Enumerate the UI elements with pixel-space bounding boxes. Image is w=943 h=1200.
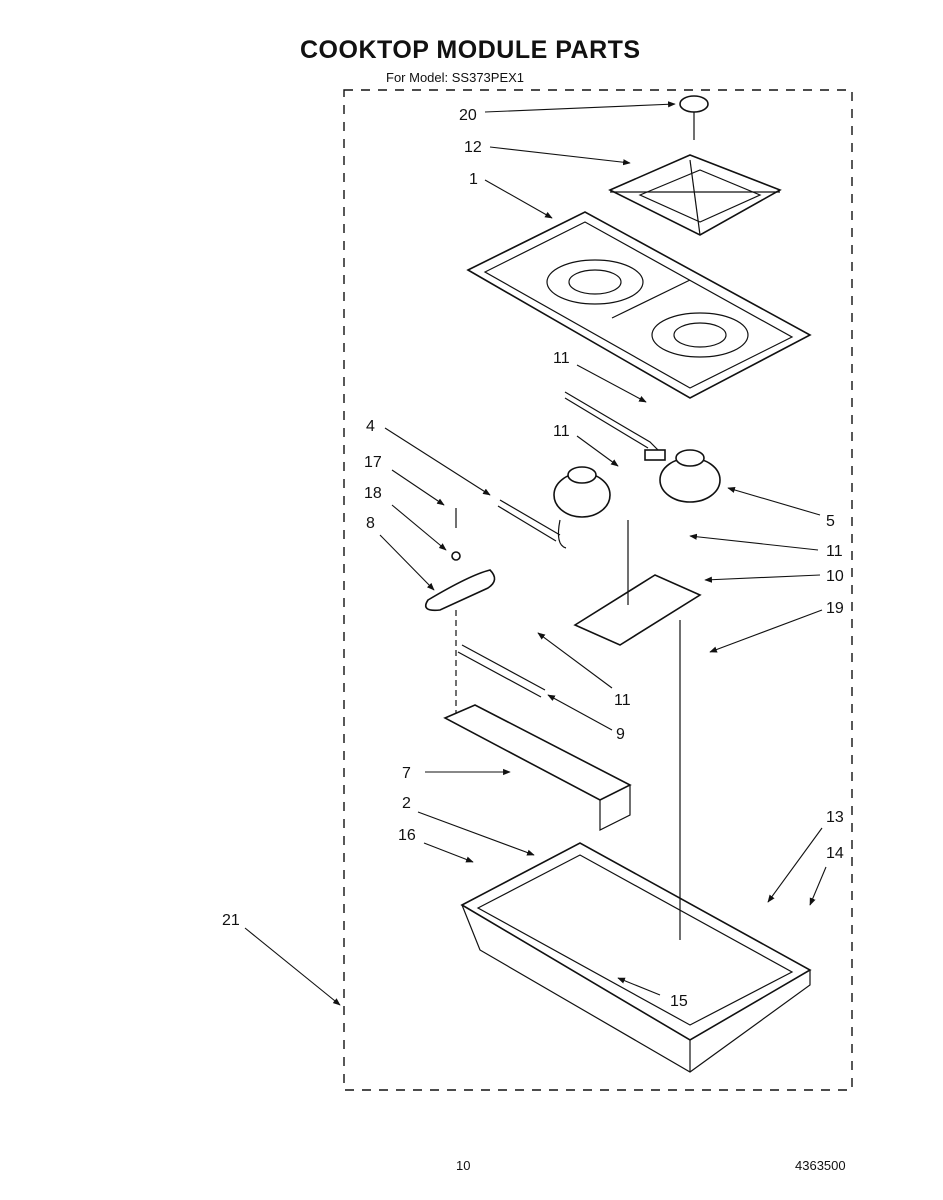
part-20-cap xyxy=(679,95,709,140)
callout-4: 4 xyxy=(366,418,375,435)
document-code: 4363500 xyxy=(795,1158,846,1173)
part-1-cooktop xyxy=(466,211,812,399)
page-number: 10 xyxy=(456,1158,471,1173)
callout-labels: 20 12 1 11 4 11 17 18 8 5 11 10 19 11 9 … xyxy=(222,107,844,1010)
callout-5: 5 xyxy=(826,513,835,530)
callout-8: 8 xyxy=(366,515,375,532)
part-5-burners xyxy=(553,449,721,549)
callout-18: 18 xyxy=(364,485,382,502)
callout-11-upper: 11 xyxy=(553,423,570,440)
part-4-orifice xyxy=(497,499,561,542)
callout-14: 14 xyxy=(826,845,844,862)
callout-7: 7 xyxy=(402,765,411,782)
callout-13: 13 xyxy=(826,809,844,826)
model-label: For Model: SS373PEX1 xyxy=(386,70,525,85)
part-8-igniter-plate xyxy=(424,508,496,612)
part-9-igniter xyxy=(455,610,546,715)
callout-11-top: 11 xyxy=(553,350,570,367)
callout-12: 12 xyxy=(464,139,482,156)
callout-15: 15 xyxy=(670,993,688,1010)
leader-lines xyxy=(244,101,827,1006)
part-10-plate xyxy=(573,520,702,646)
kit-boundary xyxy=(343,89,853,1091)
callout-21: 21 xyxy=(222,912,240,929)
callout-11-lower: 11 xyxy=(614,692,631,709)
part-2-burner-box xyxy=(460,620,812,1073)
callout-16: 16 xyxy=(398,827,416,844)
callout-1: 1 xyxy=(469,171,478,188)
callout-20: 20 xyxy=(459,107,477,124)
callout-11-right: 11 xyxy=(826,543,843,560)
callout-9: 9 xyxy=(616,726,625,743)
page-title: COOKTOP MODULE PARTS xyxy=(300,36,641,64)
part-7-bracket xyxy=(443,704,632,831)
callout-19: 19 xyxy=(826,600,844,617)
part-12-grate xyxy=(608,154,782,236)
callout-10: 10 xyxy=(826,568,844,585)
callout-17: 17 xyxy=(364,454,382,471)
gas-manifold xyxy=(564,391,666,461)
callout-2: 2 xyxy=(402,795,411,812)
